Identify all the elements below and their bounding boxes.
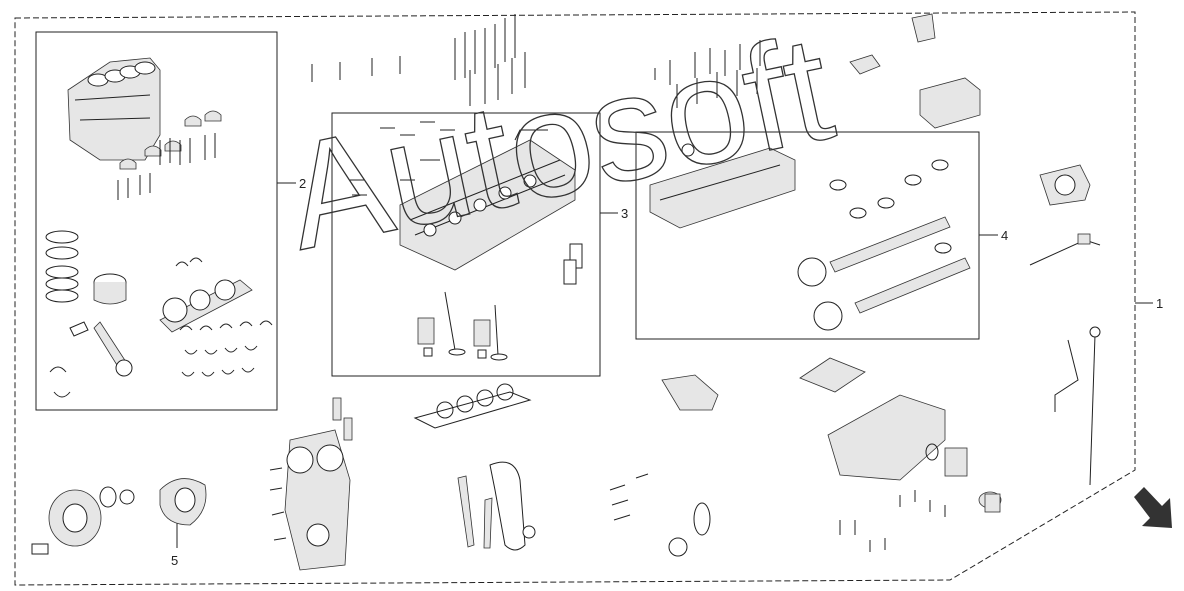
main-bearing-caps	[119, 110, 222, 170]
block-bolts	[117, 133, 216, 200]
callout-1: 1	[1156, 296, 1163, 311]
valves-springs	[417, 291, 508, 361]
timing-cover	[284, 429, 351, 571]
cam-position-sensor	[849, 13, 936, 75]
cylinder-head-bolts	[311, 14, 526, 106]
camshafts	[797, 216, 971, 331]
crankshaft	[159, 279, 253, 333]
svg-text:Autosoft: Autosoft	[272, 3, 845, 282]
timing-chain	[457, 461, 536, 551]
watermark: Autosoft	[271, 2, 846, 282]
piston-rings	[45, 230, 79, 303]
cylinder-block	[67, 57, 161, 161]
oil-pump	[661, 374, 719, 557]
cam-seals	[829, 159, 952, 254]
front-crank-seal	[159, 478, 207, 526]
callout-5: 5	[171, 553, 178, 568]
callout-4: 4	[1001, 228, 1008, 243]
head-pipe	[514, 129, 583, 285]
cylinder-head	[399, 139, 576, 271]
oil-filter-cooler	[925, 443, 1002, 513]
oil-pan	[799, 357, 946, 481]
oxygen-sensor	[1029, 233, 1101, 266]
valve-cover-bolts	[654, 40, 761, 108]
cylinder-block-group-box	[35, 31, 278, 411]
ecu-cover	[919, 77, 981, 129]
dipstick	[1054, 326, 1101, 486]
bearing-shells	[49, 257, 273, 398]
cylinder-head-group-box	[331, 112, 601, 377]
callout-2: 2	[299, 176, 306, 191]
assembly-boundary	[14, 11, 1136, 586]
callout-3: 3	[621, 206, 628, 221]
connecting-rod	[69, 321, 133, 377]
arrow-down-right-icon	[1134, 487, 1172, 528]
piston	[93, 273, 127, 305]
crankshaft-pulley	[31, 486, 135, 555]
head-gasket	[413, 383, 532, 429]
valve-cover	[649, 143, 796, 229]
head-studs	[350, 121, 455, 196]
vacuum-pump	[1039, 164, 1091, 206]
misc-bolts	[269, 467, 946, 552]
cam-actuator-valves	[332, 397, 353, 441]
